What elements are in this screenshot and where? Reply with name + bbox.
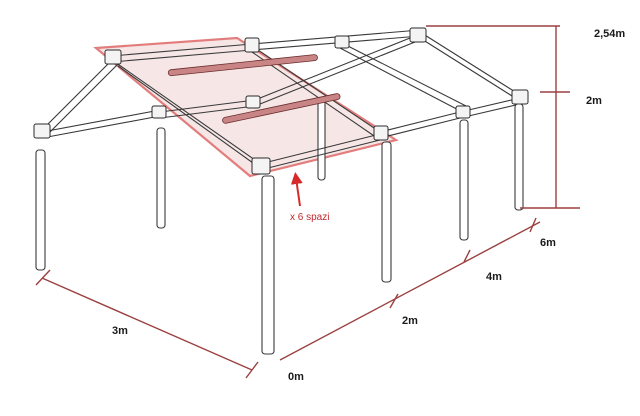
label-length-6: 6m [540,237,556,249]
joint-eave-rear-2 [151,105,167,119]
ridge-and-rafters [111,29,521,171]
purlin-1 [167,54,318,77]
purlin-2 [222,93,341,124]
joint-ridge-right [409,27,427,43]
leg-front-right [514,103,524,211]
joint-eave-front-2 [373,125,389,141]
leg-rear-3 [317,99,326,181]
joint-mid [245,95,261,109]
leg-rear-left [35,149,46,271]
label-height-total: 2,54m [594,28,625,40]
dimension-lines [35,25,580,379]
label-spacing-note: x 6 spazi [290,212,329,223]
purlins [167,54,341,124]
front-legs [261,103,524,355]
joint-eave-front-left [251,157,271,175]
joint-ridge-3 [334,35,350,49]
leg-rear-2 [156,127,166,229]
rear-legs [35,99,326,271]
label-height-wall: 2m [586,95,602,107]
joint-eave-rear-left [33,123,51,139]
leg-front-3 [459,119,469,241]
spacing-arrow [290,172,303,207]
joint-ridge-2 [244,37,260,53]
leg-front-2 [381,141,392,283]
label-length-4: 4m [486,271,502,283]
label-origin: 0m [288,371,304,383]
joint-eave-front-right [511,89,529,105]
leg-front-left [261,175,275,355]
joint-ridge-left [104,49,122,65]
label-length-2: 2m [402,315,418,327]
left-gable [41,59,261,169]
label-width: 3m [112,325,128,337]
joint-eave-front-3 [455,105,471,119]
